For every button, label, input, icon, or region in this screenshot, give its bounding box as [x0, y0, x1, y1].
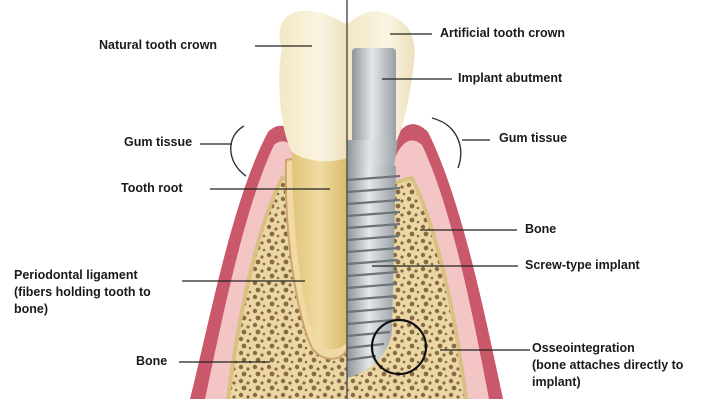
osseointegration-line-3: implant): [532, 374, 683, 391]
label-osseointegration: Osseointegration (bone attaches directly…: [532, 340, 683, 391]
natural-crown-shape: [279, 11, 347, 162]
label-implant-abutment: Implant abutment: [458, 70, 562, 87]
periodontal-ligament-line-1: Periodontal ligament: [14, 267, 151, 284]
label-gum-tissue-right: Gum tissue: [499, 130, 567, 147]
label-gum-tissue-left: Gum tissue: [124, 134, 192, 151]
gum-arc-left: [231, 126, 246, 176]
abutment-shape: [352, 48, 396, 148]
periodontal-ligament-line-3: bone): [14, 301, 151, 318]
label-periodontal-ligament: Periodontal ligament (fibers holding too…: [14, 267, 151, 318]
label-tooth-root: Tooth root: [121, 180, 183, 197]
label-screw-type-implant: Screw-type implant: [525, 257, 640, 274]
periodontal-ligament-line-2: (fibers holding tooth to: [14, 284, 151, 301]
label-bone-left: Bone: [136, 353, 167, 370]
osseointegration-line-1: Osseointegration: [532, 340, 683, 357]
label-bone-right: Bone: [525, 221, 556, 238]
osseointegration-line-2: (bone attaches directly to: [532, 357, 683, 374]
label-natural-tooth-crown: Natural tooth crown: [99, 37, 217, 54]
label-artificial-tooth-crown: Artificial tooth crown: [440, 25, 565, 42]
abutment-collar: [347, 140, 398, 166]
